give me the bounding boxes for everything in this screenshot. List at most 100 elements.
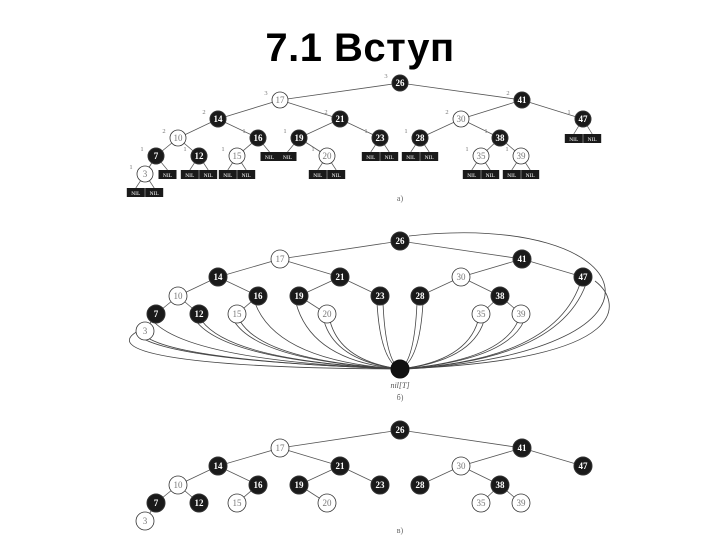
nil-label: NIL — [486, 173, 496, 179]
tree-node-21 — [330, 267, 350, 287]
tree-node-20 — [317, 304, 337, 324]
black-height-label: 1 — [484, 128, 487, 135]
tree-node-key: 28 — [416, 133, 426, 143]
tree-node-7 — [146, 304, 166, 324]
nil-label: NIL — [425, 155, 435, 161]
tree-node-30 — [451, 267, 471, 287]
tree-node-key: 21 — [336, 272, 346, 282]
tree-node-key: 41 — [518, 443, 528, 453]
nil-leaf — [145, 188, 164, 197]
tree-node-key: 41 — [518, 95, 528, 105]
tree-node-key: 19 — [295, 480, 305, 490]
black-height-label: 1 — [140, 146, 143, 153]
tree-node-key: 30 — [457, 114, 467, 124]
tree-node-19 — [290, 129, 308, 147]
tree-node-41 — [512, 249, 532, 269]
tree-node-key: 12 — [195, 151, 205, 161]
sentinel-link — [329, 320, 401, 370]
tree-node-key: 3 — [143, 169, 148, 179]
black-height-label: 3 — [384, 73, 387, 80]
black-height-label: 1 — [242, 128, 245, 135]
nil-leaf — [199, 170, 218, 179]
tree-node-key: 17 — [276, 95, 286, 105]
tree-node-key: 30 — [457, 461, 467, 471]
tree-node-14 — [208, 267, 228, 287]
black-height-label: 1 — [404, 128, 407, 135]
sentinel-node — [390, 359, 410, 379]
tree-node-key: 20 — [323, 151, 333, 161]
tree-node-17 — [270, 438, 290, 458]
tree-node-12 — [189, 493, 209, 513]
tree-node-26 — [390, 231, 410, 251]
tree-edge — [217, 447, 281, 467]
tree-node-14 — [209, 110, 227, 128]
nil-label: NIL — [569, 137, 579, 143]
panel-b-label: б) — [397, 393, 404, 402]
tree-node-key: 23 — [376, 480, 386, 490]
tree-node-23 — [370, 475, 390, 495]
sentinel-link — [141, 337, 401, 370]
tree-node-3 — [135, 321, 155, 341]
tree-edge — [217, 99, 281, 120]
sentinel-link — [399, 320, 525, 370]
tree-node-key: 39 — [517, 151, 527, 161]
tree-node-23 — [371, 129, 389, 147]
sentinel-link — [295, 302, 401, 370]
tree-edge — [217, 258, 281, 278]
tree-node-key: 47 — [579, 114, 589, 124]
nil-leaf — [583, 134, 602, 143]
nil-label: NIL — [467, 173, 477, 179]
nil-leaf — [237, 170, 256, 179]
tree-node-key: 21 — [336, 114, 346, 124]
tree-node-key: 16 — [254, 291, 264, 301]
tree-edge — [279, 240, 401, 260]
sentinel-link — [129, 329, 401, 370]
tree-node-key: 7 — [154, 309, 159, 319]
tree-node-7 — [147, 147, 165, 165]
tree-node-key: 15 — [233, 498, 243, 508]
tree-edge — [399, 429, 523, 449]
tree-node-key: 12 — [195, 498, 205, 508]
tree-edge — [460, 99, 523, 120]
tree-node-key: 3 — [143, 516, 148, 526]
tree-edge — [399, 240, 523, 260]
black-height-label: 2 — [202, 109, 205, 116]
sentinel-link — [382, 302, 401, 370]
tree-node-35 — [471, 304, 491, 324]
tree-edge — [460, 447, 523, 467]
black-height-label: 1 — [311, 146, 314, 153]
tree-edge — [279, 429, 401, 449]
nil-label: NIL — [150, 191, 160, 197]
tree-node-key: 28 — [416, 480, 426, 490]
tree-node-47 — [573, 267, 593, 287]
panel-a-label: а) — [397, 194, 404, 203]
tree-node-key: 19 — [295, 291, 305, 301]
tree-node-15 — [228, 147, 246, 165]
tree-node-key: 17 — [276, 443, 286, 453]
nil-leaf — [564, 134, 583, 143]
tree-node-39 — [512, 147, 530, 165]
sentinel-link — [399, 302, 424, 370]
nil-leaf — [126, 188, 145, 197]
nil-leaf — [180, 170, 199, 179]
nil-leaf — [401, 152, 420, 161]
tree-node-47 — [574, 110, 592, 128]
black-height-label: 1 — [364, 128, 367, 135]
panel-c-label: в) — [397, 526, 404, 535]
tree-node-10 — [168, 286, 188, 306]
tree-node-15 — [227, 304, 247, 324]
tree-node-39 — [511, 493, 531, 513]
nil-label: NIL — [185, 173, 195, 179]
tree-node-16 — [248, 475, 268, 495]
tree-node-38 — [490, 475, 510, 495]
black-height-label: 1 — [567, 109, 570, 116]
tree-node-21 — [331, 110, 349, 128]
tree-node-28 — [410, 286, 430, 306]
tree-node-19 — [289, 286, 309, 306]
tree-node-20 — [317, 493, 337, 513]
tree-node-key: 3 — [143, 326, 148, 336]
